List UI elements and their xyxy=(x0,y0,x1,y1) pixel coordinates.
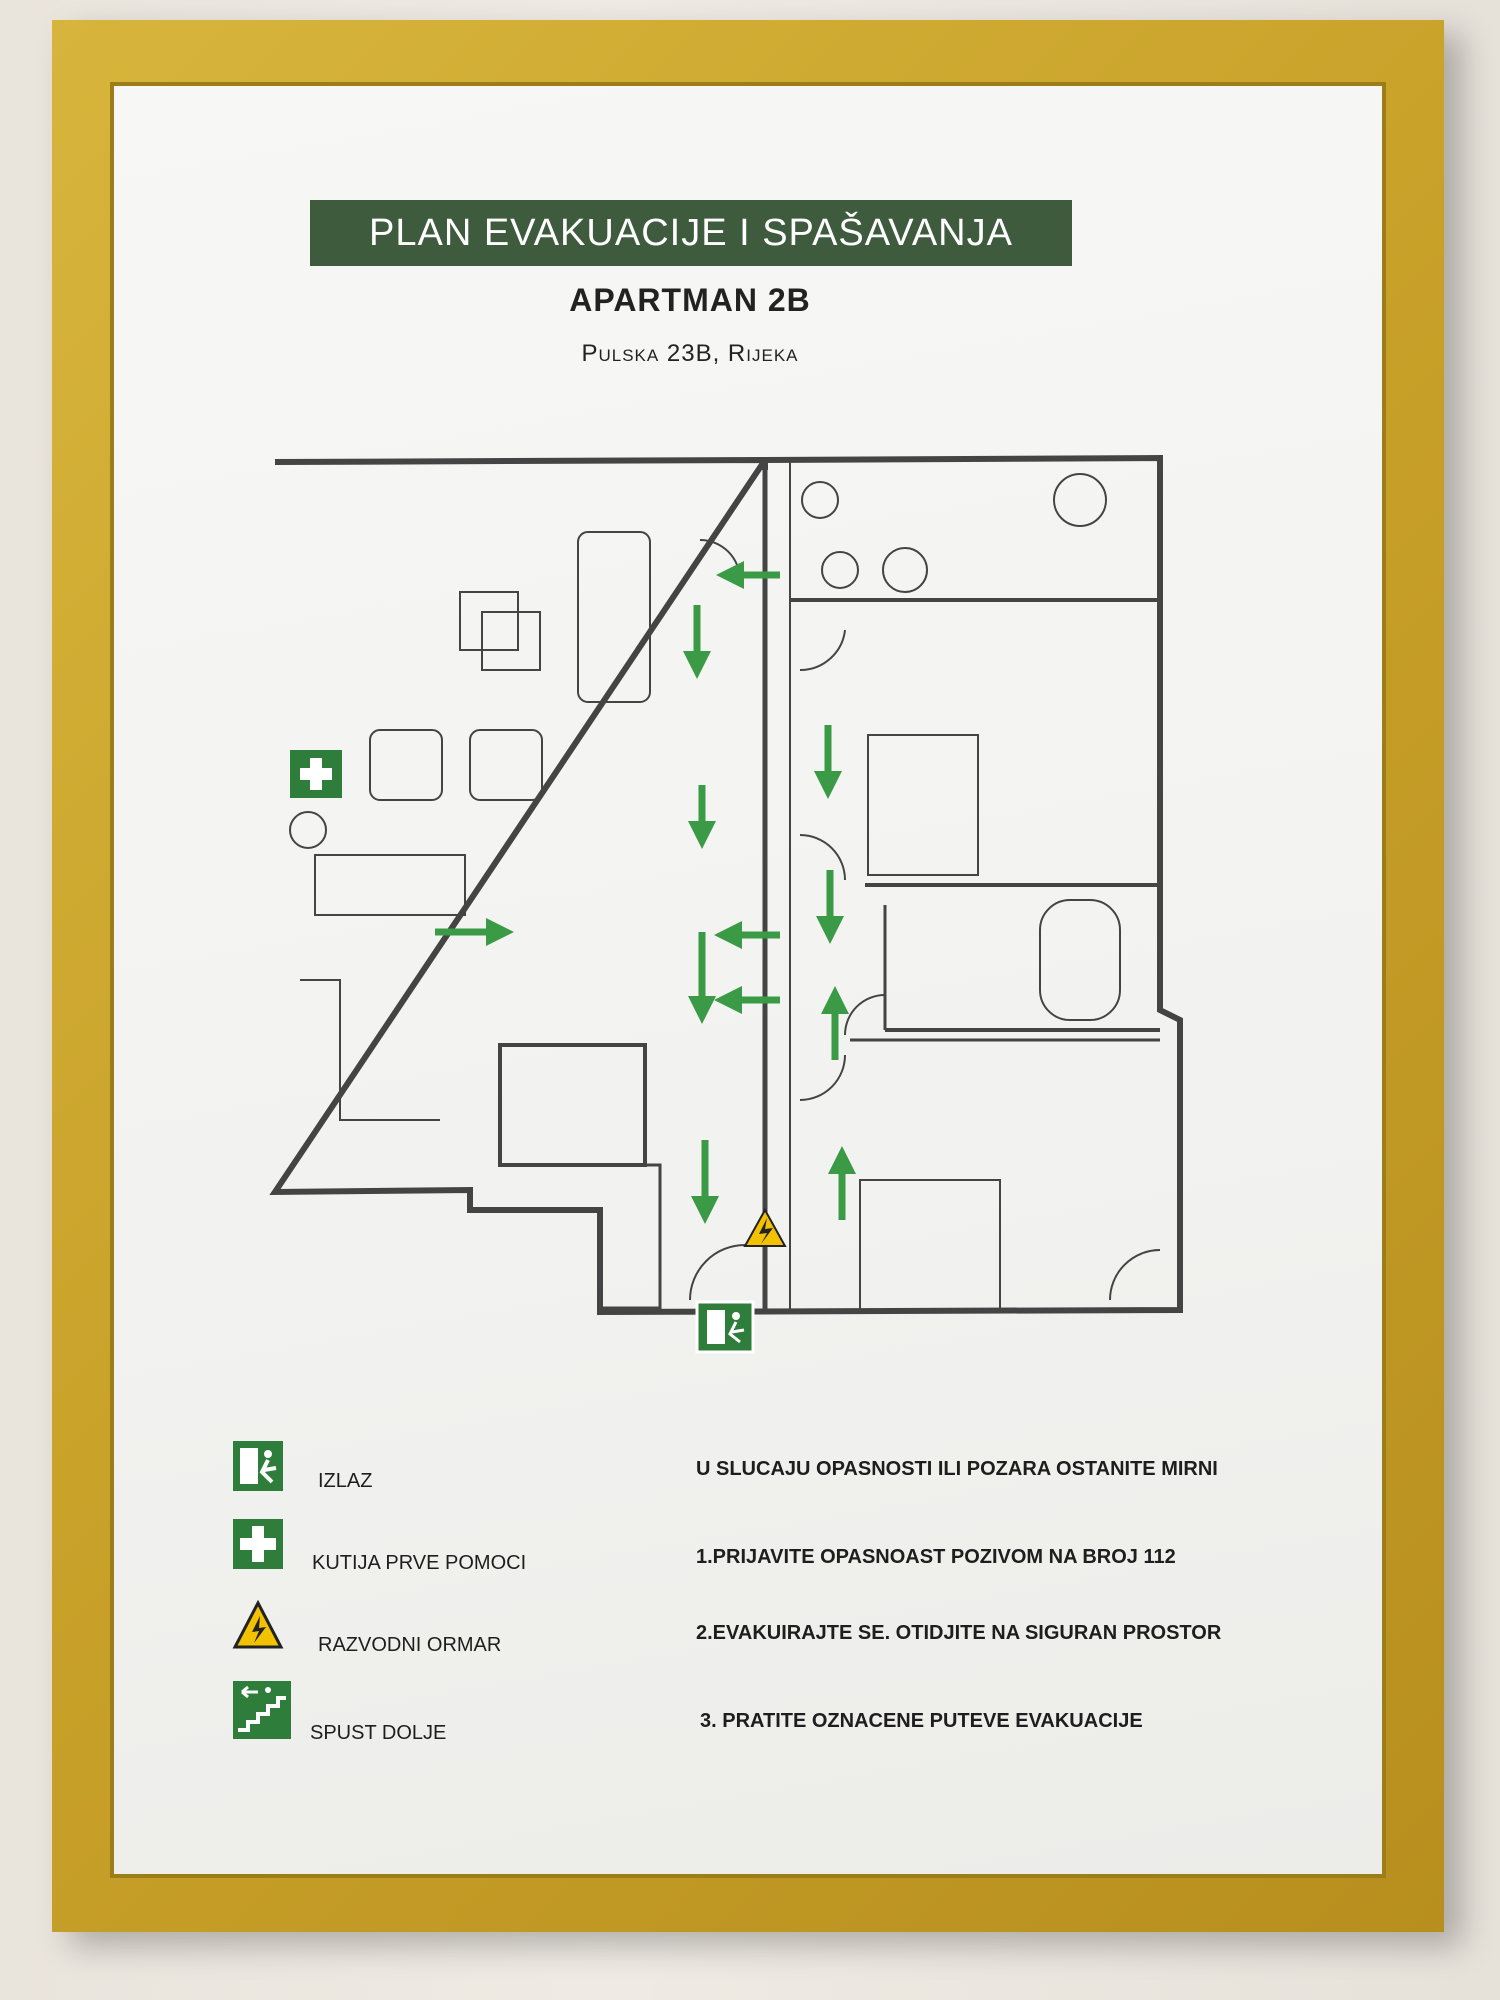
instruction-line: 2.EVAKUIRAJTE SE. OTIDJITE NA SIGURAN PR… xyxy=(696,1622,1222,1644)
legend-label-electrical: RAZVODNI ORMAR xyxy=(318,1634,502,1656)
stairs-down-icon xyxy=(233,1681,291,1739)
floor-plan xyxy=(269,454,1183,1354)
instruction-line: 1.PRIJAVITE OPASNOAST POZIVOM NA BROJ 11… xyxy=(696,1546,1176,1568)
evacuation-arrows xyxy=(435,561,856,1224)
first-aid-icon xyxy=(233,1519,283,1569)
plan-title: PLAN EVAKUACIJE I SPAŠAVANJA xyxy=(310,200,1072,266)
exit-marker xyxy=(695,1300,755,1354)
exit-icon xyxy=(233,1441,283,1491)
legend-label-first-aid: KUTIJA PRVE POMOCI xyxy=(312,1552,527,1574)
instruction-line: U SLUCAJU OPASNOSTI ILI POZARA OSTANITE … xyxy=(696,1458,1218,1480)
electrical-hazard-icon xyxy=(232,1600,284,1649)
address: Pulska 23B, Rijeka xyxy=(581,340,799,367)
legend-label-stairs: SPUST DOLJE xyxy=(310,1722,447,1744)
first-aid-marker xyxy=(290,750,342,798)
instruction-line: 3. PRATITE OZNACENE PUTEVE EVAKUACIJE xyxy=(700,1710,1143,1732)
electrical-hazard-marker xyxy=(743,1207,787,1247)
legend-label-exit: IZLAZ xyxy=(318,1470,373,1492)
apartment-name: APARTMAN 2B xyxy=(569,282,811,318)
